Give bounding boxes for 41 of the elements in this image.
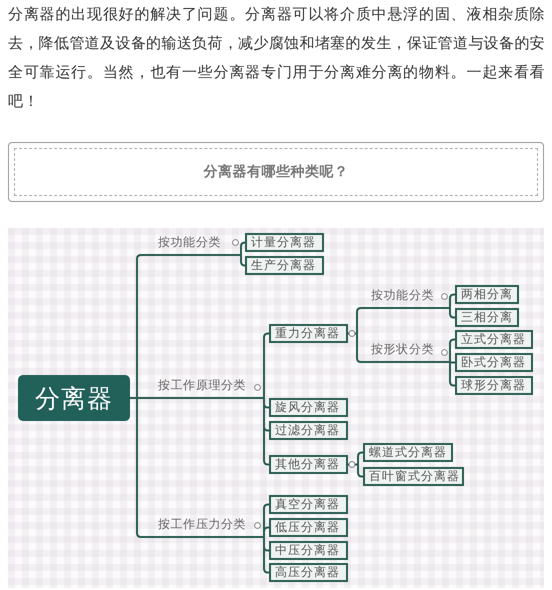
topic-label: 按工作压力分类 [158, 516, 246, 532]
connector-line [348, 330, 368, 363]
topic-box: 低压分离器 [269, 518, 348, 537]
connector-line [239, 242, 246, 256]
topic-label: 按功能分类 [371, 287, 434, 303]
topic-box: 高压分离器 [269, 563, 348, 582]
topic-label: 按形状分类 [371, 341, 434, 357]
connector-line [262, 526, 270, 538]
heading-box: 分离器有哪些种类呢？ [8, 142, 544, 202]
connector-line [448, 361, 455, 364]
underlined-topic [155, 516, 262, 538]
connector-line [239, 254, 246, 266]
connector-line [448, 294, 456, 309]
connector-line [448, 338, 456, 363]
topic-box: 计量分离器 [245, 233, 324, 252]
connector-line [262, 536, 270, 574]
topic-box: 过滤分离器 [269, 421, 348, 440]
underlined-topic [155, 234, 239, 256]
topic-box: 其他分离器 [269, 455, 348, 474]
topic-box: 三相分离 [455, 308, 519, 327]
topic-box: 中压分离器 [269, 541, 348, 560]
topic-box: 百叶窗式分离器 [363, 467, 464, 486]
topic-box: 立式分离器 [455, 330, 533, 349]
topic-label: 按功能分类 [158, 234, 221, 250]
topic-box: 螺道式分离器 [363, 443, 453, 462]
topic-box: 两相分离 [455, 285, 519, 304]
root-topic-box: 分离器 [18, 375, 130, 421]
topic-label: 按工作原理分类 [158, 377, 246, 393]
topic-box: 真空分离器 [269, 495, 348, 514]
connector-line [130, 397, 155, 538]
underlined-topic [368, 341, 448, 363]
underlined-topic [368, 287, 448, 309]
connector-line [448, 307, 456, 318]
connector-line [348, 461, 364, 478]
topic-box: 旋风分离器 [269, 398, 348, 417]
underlined-topic [155, 377, 262, 399]
topic-box: 重力分离器 [269, 324, 348, 343]
intro-paragraph: 分离器的出现很好的解决了问题。分离器可以将介质中悬浮的固、液相杂质除去，降低管道及设备的输送负荷，减少腐蚀和堵塞的发生，保证管道与设备的安全可靠运行。当然，也有一些分离器专门用于分离难分离的物料。一起来看看吧！ [8, 4, 545, 112]
topic-box: 生产分离器 [245, 256, 324, 275]
topic-box: 卧式分离器 [455, 353, 533, 372]
topic-box: 球形分离器 [455, 376, 533, 395]
